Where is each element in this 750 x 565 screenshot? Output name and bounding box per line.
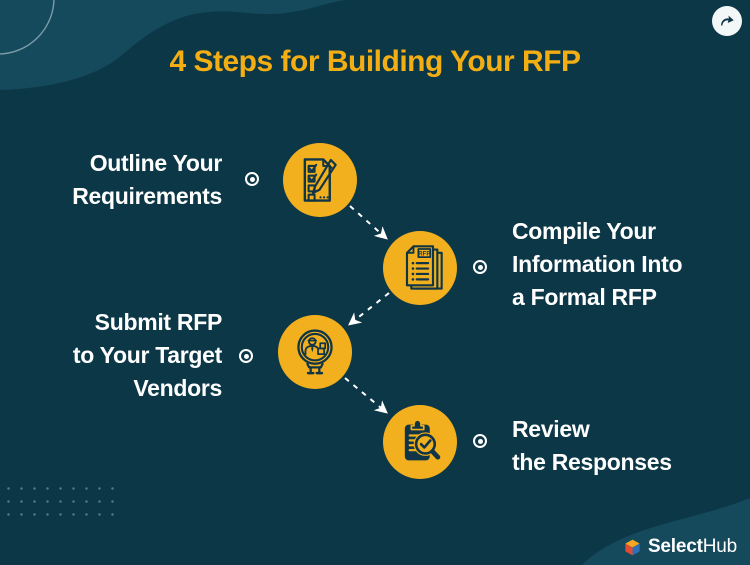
step1-icon-circle [283,143,357,217]
step1-label: Outline Your Requirements [20,147,222,213]
step4-bullet-marker [473,434,487,448]
step4-label-line2: the Responses [512,449,672,475]
arrow-step3-to-step4 [344,377,388,414]
step2-label-line3: a Formal RFP [512,284,657,310]
step3-label-line2: to Your Target [72,342,222,368]
brand-select: Select [647,536,703,557]
brand-hub: Hub [702,536,737,557]
step4-icon-circle [383,405,457,479]
step2-bullet-dot [477,264,483,270]
share-button[interactable] [712,6,742,36]
step3-label: Submit RFP to Your Target Vendors [20,306,222,405]
step1-bullet-dot [249,176,255,182]
review-clipboard-check-icon [404,419,441,461]
step1-label-line1: Outline Your [89,150,223,176]
selecthub-logo[interactable]: SelectHub [622,536,737,558]
step2-label-line2: Information Into [512,251,683,277]
step1-bullet-marker [245,172,259,186]
step2-icon-circle: RFP [383,231,457,305]
step3-label-line1: Submit RFP [94,309,223,335]
step2-bullet-marker [473,260,487,274]
step3-label-line3: Vendors [133,375,222,401]
step4-label-line1: Review [512,416,590,442]
step3-bullet-dot [243,353,249,359]
arrow-step2-to-step3 [348,292,390,326]
step4-label: Review the Responses [512,413,727,479]
dot-grid-decoration [2,482,122,522]
step3-icon-circle [278,315,352,389]
step1-label-line2: Requirements [72,183,222,209]
step4-bullet-dot [477,438,483,444]
step2-label: Compile Your Information Into a Formal R… [512,215,727,314]
rfp-doc-label: RFP [418,251,430,257]
selecthub-wordmark: SelectHub [648,536,737,558]
arrow-step1-to-step2 [349,205,388,240]
checklist-pencil-icon [303,158,337,202]
share-forward-arrow-icon [721,15,734,26]
vendor-search-magnifier-icon [297,329,333,375]
step3-bullet-marker [239,349,253,363]
rfp-document-stack-icon: RFP [405,245,443,290]
selecthub-cube-icon [625,539,640,555]
step2-label-line1: Compile Your [512,218,656,244]
page-title: 4 Steps for Building Your RFP [169,45,581,78]
